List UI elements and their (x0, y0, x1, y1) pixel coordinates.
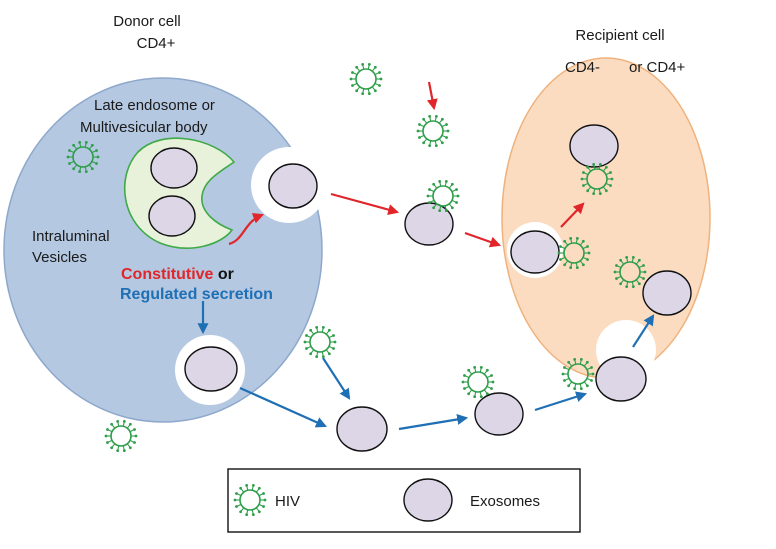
red-arrow-3 (464, 231, 502, 248)
hiv-virus-icon (233, 483, 267, 517)
red-arrow-out (228, 213, 265, 246)
constitutive-label: Constitutive (121, 266, 214, 283)
hiv-virus-icon (416, 114, 450, 148)
hiv-virus-icon (613, 255, 647, 289)
exosome (642, 270, 692, 316)
exosome (184, 346, 238, 392)
intraluminal-label-line2: Vesicles (32, 249, 87, 266)
constitutive-arrows (228, 81, 585, 248)
exosome (148, 195, 196, 237)
or-label: or (213, 266, 233, 283)
secretion-label-line1: Constitutive or (121, 266, 234, 283)
hiv-virus-icon (561, 357, 595, 391)
hiv-virus-icon (557, 236, 591, 270)
red-arrow-in (560, 202, 585, 228)
exosome (569, 124, 619, 168)
hiv-virus-icon (426, 179, 460, 213)
exosome (595, 356, 647, 402)
exosome (474, 392, 524, 436)
legend-hiv-label: HIV (275, 493, 300, 510)
blue-arrow-hiv (322, 357, 351, 400)
endosome-label-line1: Late endosome or (94, 97, 215, 114)
red-arrow-2 (330, 192, 400, 215)
exosome (268, 163, 318, 209)
legend-exosome-icon (403, 478, 453, 522)
blue-arrow-in (632, 314, 655, 348)
regulated-arrows (197, 301, 655, 431)
hiv-virus-icon (303, 325, 337, 359)
hiv-particles (66, 62, 647, 453)
hiv-virus-icon (349, 62, 383, 96)
blue-arrow-3 (398, 413, 469, 431)
hiv-virus-icon (104, 419, 138, 453)
exosome (336, 406, 388, 452)
donor-cell-title: Donor cell (113, 13, 181, 30)
recipient-cell-title: Recipient cell (575, 27, 664, 44)
regulated-secretion-label: Regulated secretion (120, 286, 273, 303)
exosome (510, 230, 560, 274)
endosome-label-line2: Multivesicular body (80, 119, 208, 136)
legend-hiv-icon (233, 483, 267, 517)
hiv-virus-icon (461, 365, 495, 399)
exosome (150, 147, 198, 189)
blue-arrow-2 (239, 386, 328, 428)
intraluminal-label-line1: Intraluminal (32, 228, 110, 245)
recipient-cd4-negative: CD4- (565, 59, 600, 76)
donor-cell (3, 77, 323, 423)
red-arrow-top (426, 81, 438, 111)
hiv-virus-icon (66, 140, 100, 174)
hiv-virus-icon (580, 162, 614, 196)
blue-arrow-4 (534, 391, 588, 412)
donor-cell-cd4: CD4+ (137, 35, 176, 52)
legend: HIV Exosomes (227, 468, 581, 533)
recipient-cd4-positive: or CD4+ (629, 59, 686, 76)
legend-exosome-label: Exosomes (470, 493, 540, 510)
